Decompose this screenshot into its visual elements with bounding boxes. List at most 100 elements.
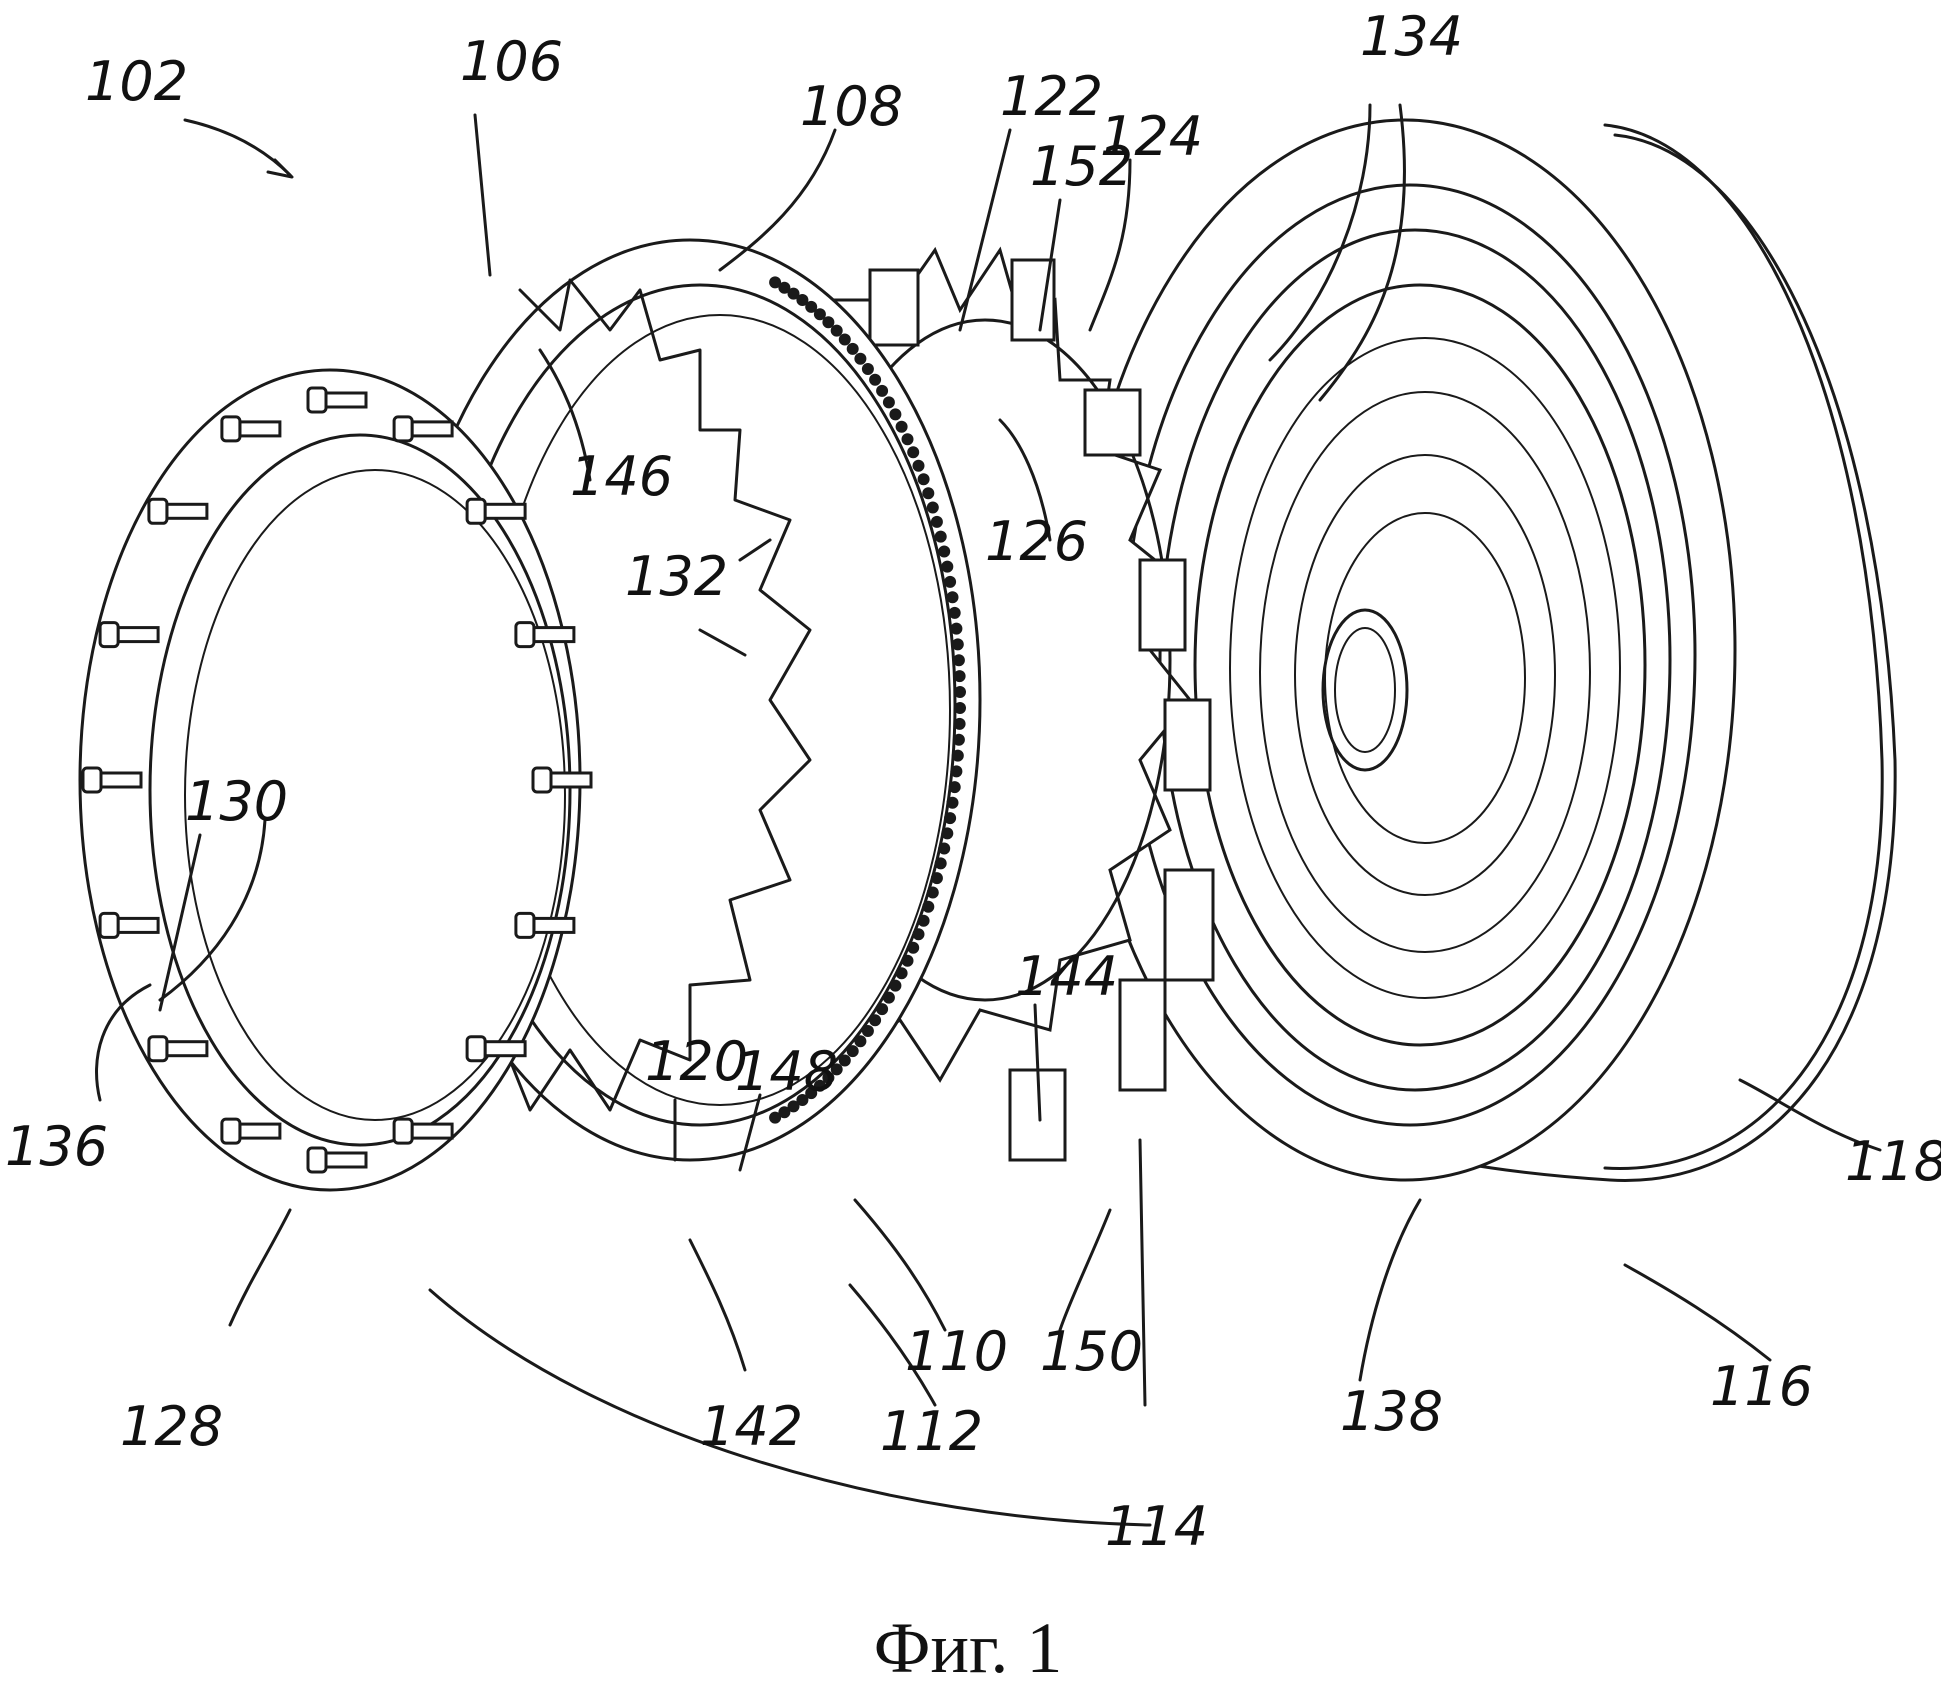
coil-dot bbox=[950, 765, 963, 778]
tire-housing bbox=[1073, 118, 1897, 1182]
label-108: 108 bbox=[800, 75, 903, 138]
coil-dot bbox=[934, 857, 947, 870]
coil-dot bbox=[948, 781, 961, 794]
coil-dot bbox=[901, 954, 914, 967]
label-130: 130 bbox=[185, 770, 288, 833]
coil-dot bbox=[882, 991, 895, 1004]
coil-dot bbox=[830, 1063, 843, 1076]
label-146: 146 bbox=[570, 445, 673, 508]
coil-dot bbox=[946, 591, 959, 604]
label-106: 106 bbox=[460, 30, 563, 93]
coil-dot bbox=[805, 300, 818, 313]
bolt bbox=[98, 621, 160, 649]
coil-dot bbox=[769, 1111, 782, 1124]
coil-dot bbox=[926, 501, 939, 514]
bolt bbox=[98, 911, 160, 939]
coil-dot bbox=[778, 1106, 791, 1119]
coil-dot bbox=[861, 363, 874, 375]
leader-lines bbox=[95, 103, 1882, 1527]
bolt bbox=[465, 1035, 527, 1063]
bolt bbox=[465, 497, 527, 525]
label-112: 112 bbox=[880, 1400, 983, 1463]
label-128: 128 bbox=[120, 1395, 223, 1458]
coil-dot bbox=[922, 900, 935, 913]
label-148: 148 bbox=[735, 1040, 838, 1103]
reference-labels: 102 106 108 122 152 124 134 146 126 132 … bbox=[5, 5, 1941, 1558]
coil-dot bbox=[796, 1094, 809, 1106]
coil-dot bbox=[952, 654, 965, 667]
label-150: 150 bbox=[1040, 1320, 1143, 1383]
label-110: 110 bbox=[905, 1320, 1008, 1383]
coil-dot bbox=[944, 575, 957, 588]
coil-dot bbox=[901, 433, 914, 446]
coil-dot bbox=[846, 342, 859, 355]
label-118: 118 bbox=[1845, 1130, 1941, 1193]
coil-dot bbox=[778, 281, 791, 294]
bolts bbox=[81, 386, 593, 1174]
bolt bbox=[392, 1117, 454, 1145]
label-152: 152 bbox=[1030, 135, 1133, 198]
label-136: 136 bbox=[5, 1115, 108, 1178]
coil-dot bbox=[951, 749, 964, 762]
coil-dot bbox=[769, 276, 782, 289]
label-120: 120 bbox=[645, 1030, 748, 1093]
coil-dot bbox=[954, 686, 966, 698]
label-114: 114 bbox=[1105, 1495, 1208, 1558]
coil-dot bbox=[787, 1100, 800, 1113]
coil-dot bbox=[805, 1087, 818, 1100]
bolt bbox=[531, 766, 593, 794]
coil-dot bbox=[895, 967, 908, 980]
bolt bbox=[147, 1035, 209, 1063]
coil-dot bbox=[951, 638, 964, 651]
bolt bbox=[306, 386, 368, 414]
label-122: 122 bbox=[1000, 65, 1103, 128]
coil-dot bbox=[930, 515, 943, 528]
bolt bbox=[306, 1146, 368, 1174]
coil-dot bbox=[926, 886, 939, 899]
label-132: 132 bbox=[625, 545, 728, 608]
coil-dot bbox=[889, 979, 902, 992]
coil-dot bbox=[946, 796, 959, 809]
coil-dot bbox=[922, 487, 935, 500]
coil-dot bbox=[941, 560, 954, 573]
coil-dot bbox=[944, 812, 957, 825]
coil-dot bbox=[838, 333, 851, 346]
coil-dot bbox=[938, 842, 951, 855]
bolt bbox=[147, 497, 209, 525]
coil-dot bbox=[822, 316, 835, 329]
coil-dot bbox=[917, 473, 930, 486]
coil-dot bbox=[796, 294, 809, 306]
coil-dot bbox=[882, 396, 895, 409]
coil-dot bbox=[869, 1014, 882, 1027]
coil-dot bbox=[813, 1079, 826, 1092]
coil-dot bbox=[950, 622, 963, 635]
bolt bbox=[220, 415, 282, 443]
label-134: 134 bbox=[1360, 5, 1463, 68]
coil-dot bbox=[861, 1025, 874, 1037]
coil-dot bbox=[889, 408, 902, 421]
coil-dot bbox=[912, 459, 925, 472]
end-plate bbox=[78, 368, 593, 1192]
coil-dot bbox=[854, 352, 867, 365]
label-138: 138 bbox=[1340, 1380, 1443, 1443]
coil-dot bbox=[854, 1035, 867, 1048]
coil-dot bbox=[952, 733, 965, 746]
coil-dot bbox=[948, 606, 961, 619]
label-102: 102 bbox=[85, 50, 188, 113]
coil-dot bbox=[917, 914, 930, 927]
bolt bbox=[220, 1117, 282, 1145]
bolt bbox=[81, 766, 143, 794]
bolt bbox=[514, 621, 576, 649]
label-144: 144 bbox=[1015, 945, 1118, 1008]
coil-dot bbox=[907, 941, 920, 954]
label-124: 124 bbox=[1100, 105, 1203, 168]
coil-dot bbox=[907, 446, 920, 459]
bolt bbox=[392, 415, 454, 443]
coil-dot bbox=[846, 1045, 859, 1058]
coil-dot bbox=[912, 928, 925, 941]
coil-dot bbox=[822, 1071, 835, 1084]
label-126: 126 bbox=[985, 510, 1088, 573]
coil-dot bbox=[876, 1003, 889, 1016]
coil-dot bbox=[953, 670, 966, 683]
